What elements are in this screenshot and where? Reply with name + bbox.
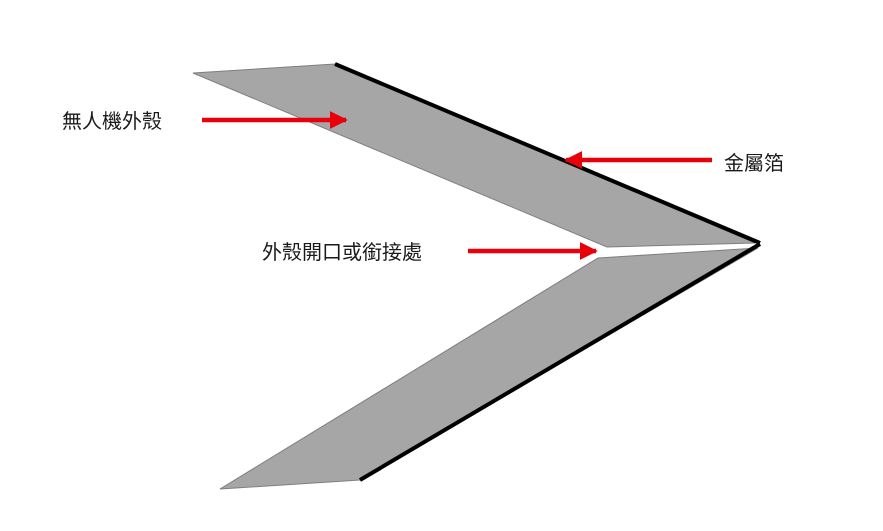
shell-lower-arm xyxy=(219,247,759,490)
metal-foil-lower xyxy=(358,242,762,482)
label-seam: 外殼開口或銜接處 xyxy=(262,240,422,264)
label-shell: 無人機外殼 xyxy=(62,109,162,133)
label-foil: 金屬箔 xyxy=(724,151,784,175)
metal-foil-upper xyxy=(334,62,761,245)
shell-upper-arm xyxy=(192,63,756,248)
